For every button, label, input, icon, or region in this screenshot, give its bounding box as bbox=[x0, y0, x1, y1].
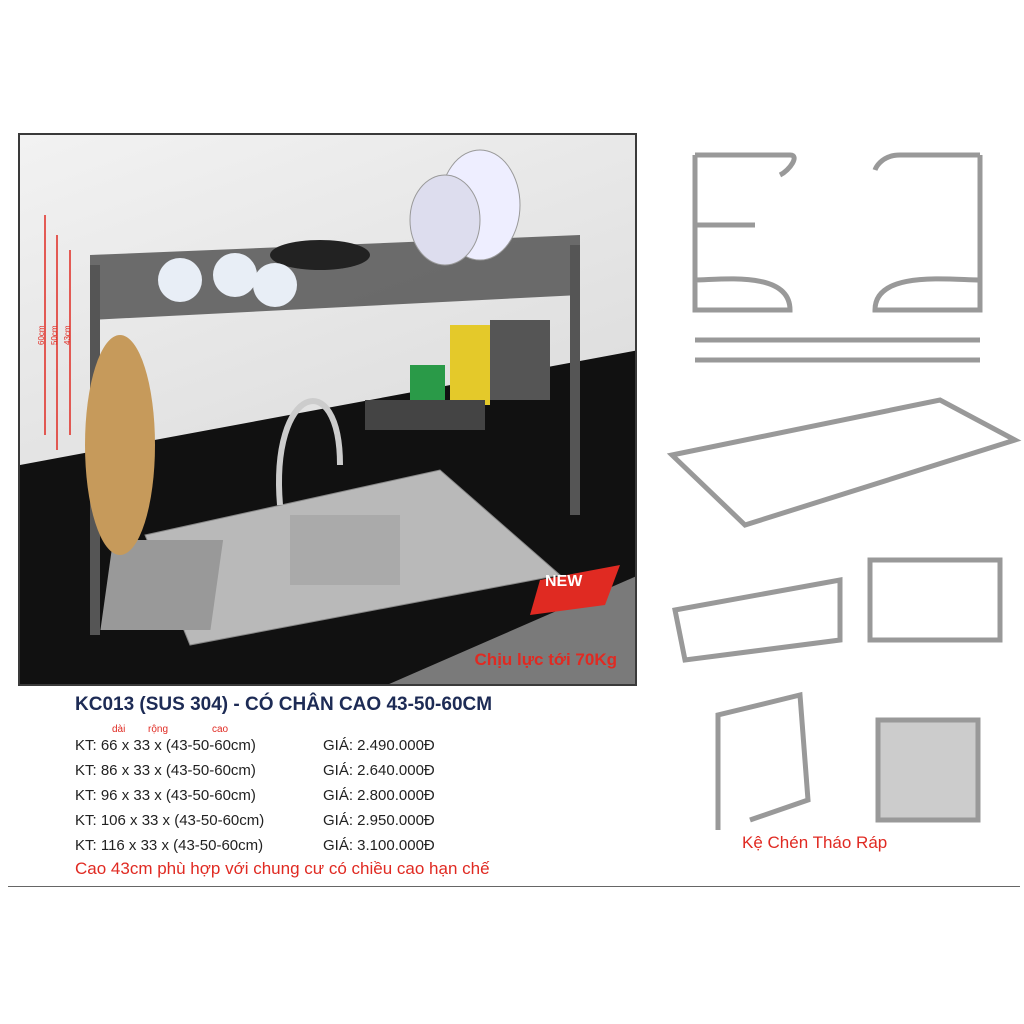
new-badge: NEW bbox=[545, 573, 583, 590]
height-note: Cao 43cm phù hợp với chung cư có chiều c… bbox=[75, 859, 490, 878]
label-width: rộng bbox=[148, 724, 169, 735]
size: KT: 66 x 33 x (43-50-60cm) bbox=[75, 737, 256, 754]
size: KT: 116 x 33 x (43-50-60cm) bbox=[75, 837, 264, 854]
price: GIÁ: 2.640.000Đ bbox=[323, 762, 435, 779]
size: KT: 96 x 33 x (43-50-60cm) bbox=[75, 787, 256, 804]
label-height: cao bbox=[212, 724, 229, 735]
price-row: KT: 96 x 33 x (43-50-60cm) GIÁ: 2.800.000… bbox=[75, 787, 435, 804]
height-label-60: 60cm bbox=[37, 325, 46, 345]
price: GIÁ: 2.950.000Đ bbox=[323, 812, 435, 829]
height-label-43: 43cm bbox=[63, 325, 72, 345]
parts-illustration bbox=[666, 152, 1022, 830]
product-photo: NEW 60cm 50cm 43cm Chịu lực tới 70Kg bbox=[18, 133, 637, 686]
size: KT: 106 x 33 x (43-50-60cm) bbox=[75, 812, 265, 829]
product-title: KC013 (SUS 304) - CÓ CHÂN CAO 43-50-60CM bbox=[75, 694, 493, 715]
price: GIÁ: 3.100.000Đ bbox=[323, 837, 435, 854]
price: GIÁ: 2.490.000Đ bbox=[323, 737, 435, 754]
parts-caption: Kệ Chén Tháo Ráp bbox=[742, 833, 888, 852]
price: GIÁ: 2.800.000Đ bbox=[323, 787, 435, 804]
kitchen-scene bbox=[20, 149, 635, 684]
price-row: KT: 106 x 33 x (43-50-60cm) GIÁ: 2.950.00… bbox=[75, 812, 435, 829]
load-capacity-label: Chịu lực tới 70Kg bbox=[474, 650, 617, 669]
price-row: KT: 66 x 33 x (43-50-60cm) GIÁ: 2.490.000… bbox=[75, 737, 435, 754]
price-row: KT: 86 x 33 x (43-50-60cm) GIÁ: 2.640.000… bbox=[75, 762, 435, 779]
label-length: dài bbox=[112, 724, 126, 735]
divider bbox=[8, 886, 1020, 887]
size: KT: 86 x 33 x (43-50-60cm) bbox=[75, 762, 256, 779]
height-label-50: 50cm bbox=[50, 325, 59, 345]
price-row: KT: 116 x 33 x (43-50-60cm) GIÁ: 3.100.00… bbox=[75, 837, 435, 854]
